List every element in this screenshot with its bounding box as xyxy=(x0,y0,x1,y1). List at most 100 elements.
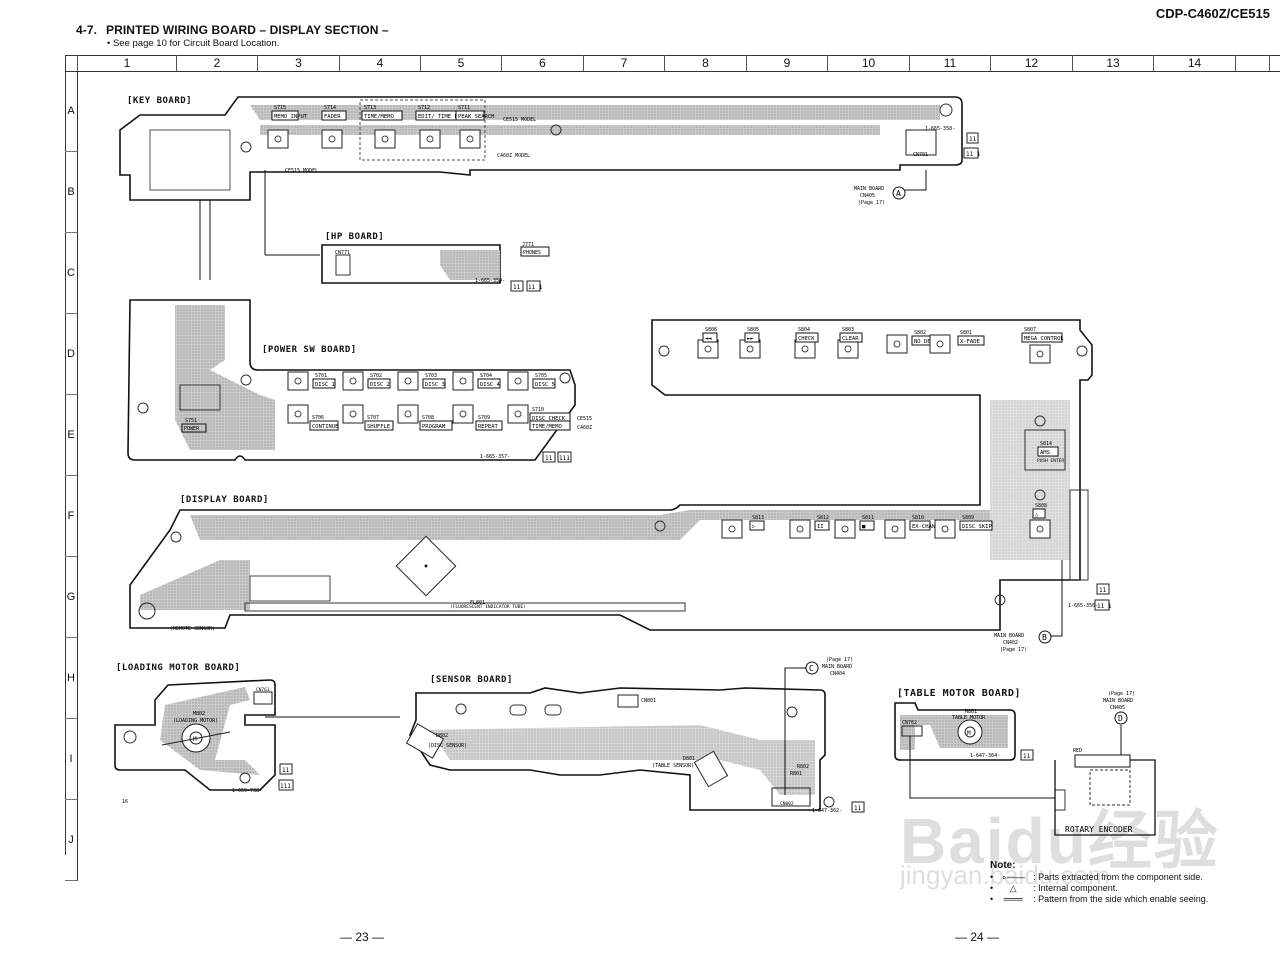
ce515-tag: CE515 xyxy=(577,416,592,422)
row-label: C xyxy=(65,233,78,314)
note-text: : Pattern from the side which enable see… xyxy=(1033,894,1209,904)
tact-switch xyxy=(452,371,474,391)
ic801-dot xyxy=(424,564,428,568)
switch-label-box xyxy=(477,378,501,389)
switch-contact xyxy=(728,525,736,533)
cn761-label: CN761 xyxy=(256,687,270,693)
switch-contact xyxy=(841,525,849,533)
hp-board-title: [HP BOARD] xyxy=(325,232,385,242)
hp-board-trace xyxy=(440,250,500,280)
encoder-terminal xyxy=(1074,754,1131,768)
switch-contact xyxy=(796,525,804,533)
switch-label-box xyxy=(839,332,863,343)
layer-mark xyxy=(542,451,556,463)
legend-note: Note: • ∘——: Parts extracted from the co… xyxy=(990,860,1208,905)
switch-label: II xyxy=(817,524,824,530)
layer-mark xyxy=(1094,599,1110,611)
switch-ref: S811 xyxy=(862,515,874,521)
key-board-trace xyxy=(260,125,880,135)
tact-switch xyxy=(789,519,811,539)
layer-mark-text: 11 1 xyxy=(966,151,981,158)
mount-hole xyxy=(240,374,252,386)
m802-label: (LOADING MOTOR) xyxy=(173,718,218,724)
switch-label: FADER xyxy=(324,114,341,120)
column-header-row: 1 2 3 4 5 6 7 8 9 10 11 12 13 14 xyxy=(65,55,1280,72)
display-part-number: 1-665-356- xyxy=(1068,603,1098,609)
column-label: 4 xyxy=(340,55,421,71)
display-trace xyxy=(140,560,250,610)
layer-mark xyxy=(966,132,979,144)
cn701-connector xyxy=(905,129,937,156)
layer-mark-text: 111 xyxy=(280,783,291,790)
mount-hole xyxy=(786,706,798,718)
switch-label-box xyxy=(1037,446,1059,457)
layer-mark xyxy=(279,763,293,775)
section-number: 4-7. xyxy=(76,23,98,37)
link-d-text: MAIN BOARD xyxy=(1103,698,1133,704)
cn816-connector xyxy=(1069,489,1089,581)
switch-label: DISC 5 xyxy=(535,382,555,388)
link-d-ref: CN405 xyxy=(1110,705,1125,711)
link-b-page: (Page 17) xyxy=(1000,647,1027,653)
switch-ref: S809 xyxy=(962,515,974,521)
switch-contact xyxy=(294,410,302,418)
r801-label: R801 xyxy=(790,771,802,777)
row-label: F xyxy=(65,476,78,557)
ce515-region xyxy=(359,99,486,161)
cn761 xyxy=(253,691,273,705)
s751-switch xyxy=(179,384,221,411)
c460z-model-note: C460Z MODEL xyxy=(497,153,530,159)
switch-label-box xyxy=(321,110,347,121)
layer-mark xyxy=(1020,749,1034,761)
switch-label-box xyxy=(529,420,571,431)
tact-switch xyxy=(287,404,309,424)
switch-contact xyxy=(704,345,712,353)
row-label: J xyxy=(65,800,78,881)
link-c-ref: CN404 xyxy=(830,671,845,677)
switch-ref: S703 xyxy=(425,373,437,379)
switch-contact xyxy=(426,135,434,143)
switch-label-box xyxy=(909,520,931,531)
layer-mark-text: 111 xyxy=(559,455,570,462)
s814-encoder xyxy=(1024,429,1066,471)
ce515-model-note: CE515 MODEL xyxy=(503,117,536,123)
row-label: D xyxy=(65,314,78,395)
wire-color-label: RED xyxy=(1073,748,1082,754)
cn801 xyxy=(617,694,639,708)
grid-corner xyxy=(65,55,78,71)
mount-hole xyxy=(455,703,467,715)
remote-sensor xyxy=(138,602,156,620)
r802-label: R802 xyxy=(797,764,809,770)
switch-ref: S810 xyxy=(912,515,924,521)
tact-switch xyxy=(267,129,289,149)
switch-contact xyxy=(1036,350,1044,358)
tact-switch xyxy=(934,519,956,539)
mount-hole xyxy=(994,594,1006,606)
j771-label: J771 xyxy=(522,242,534,248)
link-marker-b-text: B xyxy=(1042,633,1047,642)
link-marker-d xyxy=(1114,711,1128,725)
encoder-contacts xyxy=(1089,769,1131,806)
switch-label: CLEAR xyxy=(842,336,859,342)
switch-ref: S704 xyxy=(480,373,492,379)
switch-label: NO DELAY xyxy=(914,339,941,345)
link-a-ref: CN405 xyxy=(860,193,875,199)
watermark-url: jingyan.baidu.com xyxy=(900,860,1110,890)
layer-mark xyxy=(1096,583,1110,595)
layer-mark-text: 11 xyxy=(545,455,553,462)
row-header-column: A B C D E F G H I J xyxy=(65,71,78,881)
cn802 xyxy=(771,787,811,807)
tact-switch xyxy=(507,371,529,391)
table-motor-board-title: [TABLE MOTOR BOARD] xyxy=(897,688,1021,699)
tact-switch xyxy=(837,339,859,359)
sensor-part-number: 1-647-362- xyxy=(812,808,842,814)
switch-ref: S708 xyxy=(422,415,434,421)
loading-part-number: 1-659-738- xyxy=(232,788,262,794)
table-part-number: 1-647-364- xyxy=(970,753,1000,759)
section-subtitle: • See page 10 for Circuit Board Location… xyxy=(107,38,280,49)
mount-hole xyxy=(137,402,149,414)
switch-ref: S702 xyxy=(370,373,382,379)
switch-contact xyxy=(844,345,852,353)
cn771 xyxy=(335,254,351,276)
